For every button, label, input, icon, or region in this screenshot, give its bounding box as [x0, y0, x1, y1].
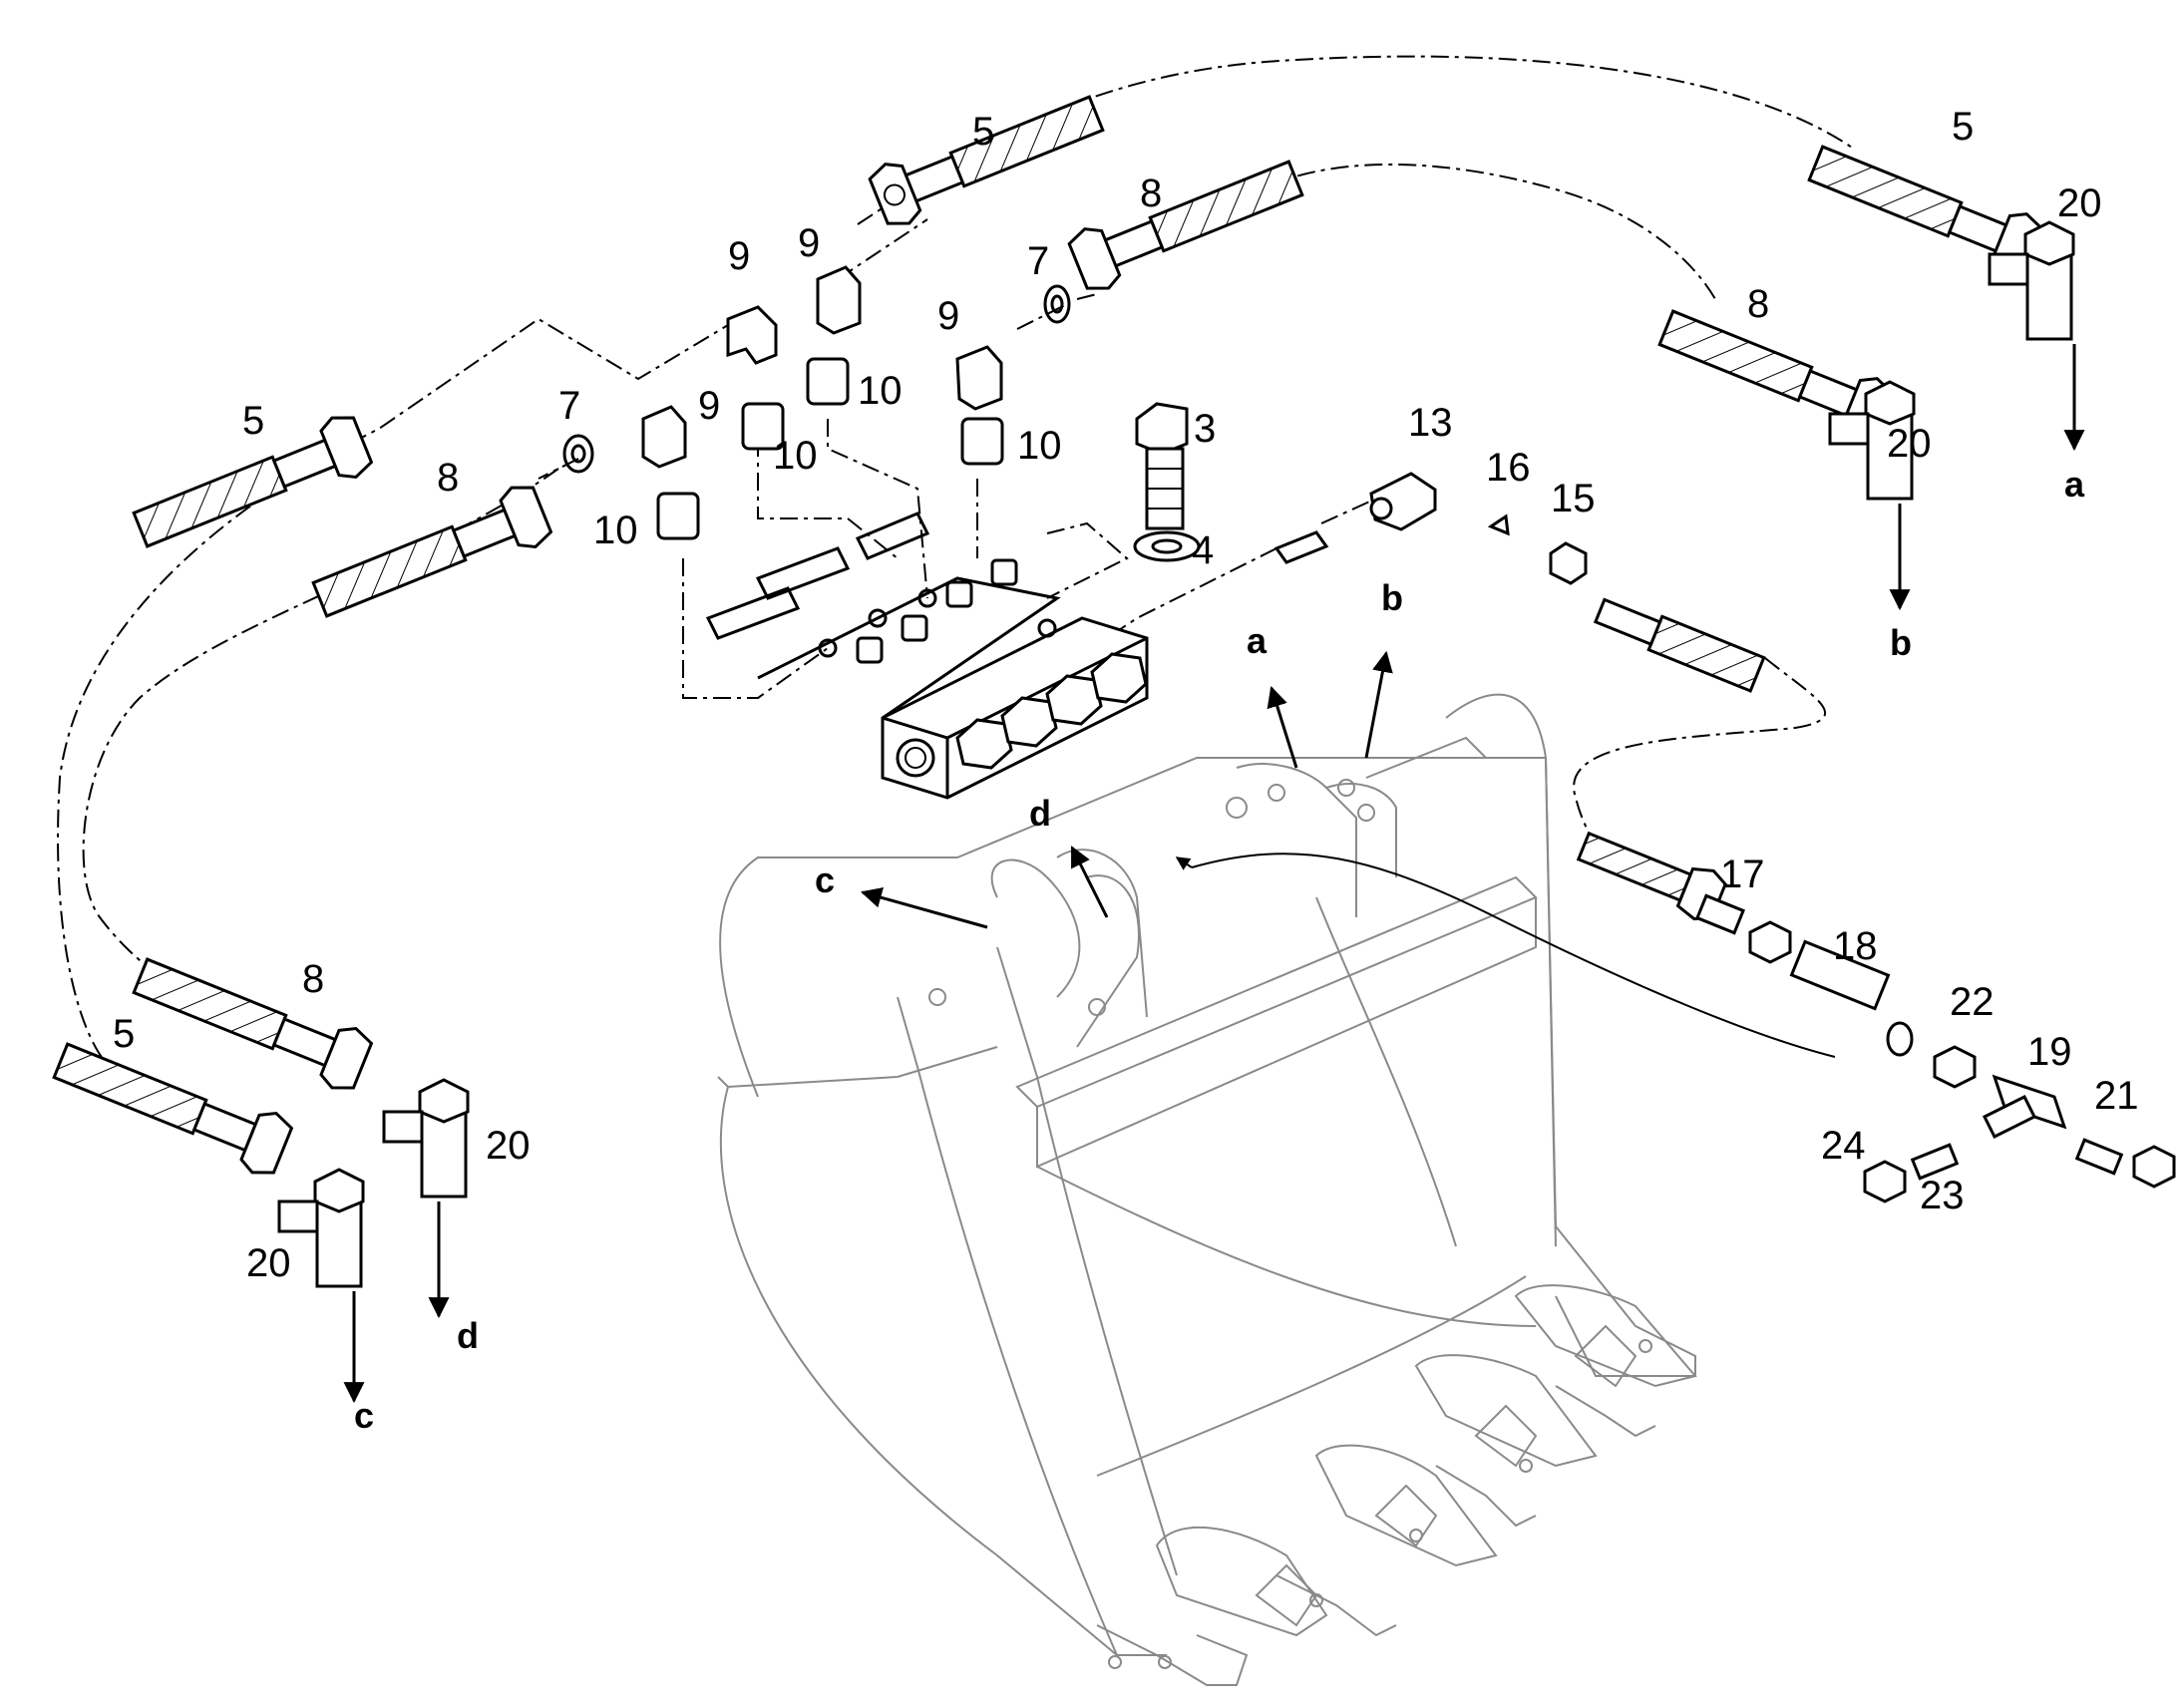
part-label: 13	[1408, 401, 1453, 445]
part-label: 9	[728, 234, 750, 278]
letter-label-d: d	[457, 1315, 479, 1356]
letter-label-a: a	[2064, 464, 2085, 505]
hose-block-right	[1593, 597, 1766, 693]
part-label: 7	[1027, 239, 1049, 283]
hose-8-top-center	[1067, 160, 1304, 290]
block-outlets	[705, 512, 1057, 664]
distributor-block	[705, 512, 1149, 800]
hose-8-lower-left	[132, 957, 374, 1090]
letter-labels: a b a b c d c d	[354, 464, 2085, 1436]
letter-label-b: b	[1381, 577, 1403, 618]
part-label: 15	[1551, 477, 1596, 520]
letter-label-a: a	[1247, 620, 1268, 661]
part-label: 8	[437, 456, 459, 500]
hose-5-top-center	[868, 95, 1105, 225]
part-label: 5	[242, 399, 264, 443]
part-label: 20	[486, 1124, 531, 1168]
part-label: 22	[1950, 980, 1995, 1024]
bucket-outline	[717, 693, 1697, 1686]
part-label: 9	[698, 384, 720, 428]
part-label: 8	[1140, 171, 1162, 215]
adapters-10	[656, 357, 1004, 540]
part-label: 16	[1486, 446, 1531, 490]
part-label: 17	[1720, 853, 1765, 896]
part-label: 10	[773, 434, 818, 478]
washers-7	[562, 284, 1071, 474]
part-label: 23	[1920, 1174, 1965, 1217]
part-label: 24	[1821, 1124, 1866, 1168]
part-label: 10	[858, 369, 903, 413]
part-label: 20	[1887, 422, 1932, 466]
letter-label-d: d	[1029, 793, 1051, 834]
hose-5-left	[132, 416, 374, 548]
bucket-teeth	[1096, 1284, 1697, 1686]
part-label: 9	[937, 294, 959, 338]
part-label: 4	[1192, 528, 1214, 572]
part-label: 5	[972, 110, 994, 154]
hose-8-left	[311, 486, 553, 618]
part-label: 20	[246, 1241, 291, 1285]
part-label: 7	[558, 384, 580, 428]
part-label: 21	[2094, 1074, 2139, 1118]
letter-label-c: c	[815, 859, 835, 900]
part-label: 10	[593, 509, 638, 552]
letter-label-c: c	[354, 1395, 374, 1436]
part-label: 20	[2057, 181, 2102, 225]
part-label: 18	[1833, 924, 1878, 968]
elbow-fittings-9	[641, 265, 1003, 469]
part-label: 19	[2027, 1030, 2072, 1074]
bolt-3-washer-4	[1133, 402, 1201, 562]
letter-label-b: b	[1890, 622, 1912, 663]
grease-line	[1175, 853, 1836, 1058]
block-plugs	[955, 652, 1148, 770]
hose-17-lower-right	[1576, 831, 1727, 921]
part-labels: 5 5 5 5 8 8 8 8 9 9 9 9 7 7 10 10 10 10 …	[113, 105, 2139, 1285]
part-label: 8	[302, 957, 324, 1001]
part-label: 5	[113, 1012, 135, 1056]
right-fittings-17-24	[1695, 893, 2176, 1203]
tee-fittings-20	[277, 220, 2075, 1288]
part-label: 5	[1952, 105, 1974, 149]
right-fittings-13-16-15	[1273, 472, 1588, 585]
hose-5-lower-left	[52, 1042, 294, 1175]
part-label: 3	[1194, 407, 1216, 451]
part-label: 10	[1017, 424, 1062, 468]
flow-arrows	[343, 344, 2085, 1404]
part-label: 8	[1747, 282, 1769, 326]
part-label: 9	[798, 221, 820, 265]
